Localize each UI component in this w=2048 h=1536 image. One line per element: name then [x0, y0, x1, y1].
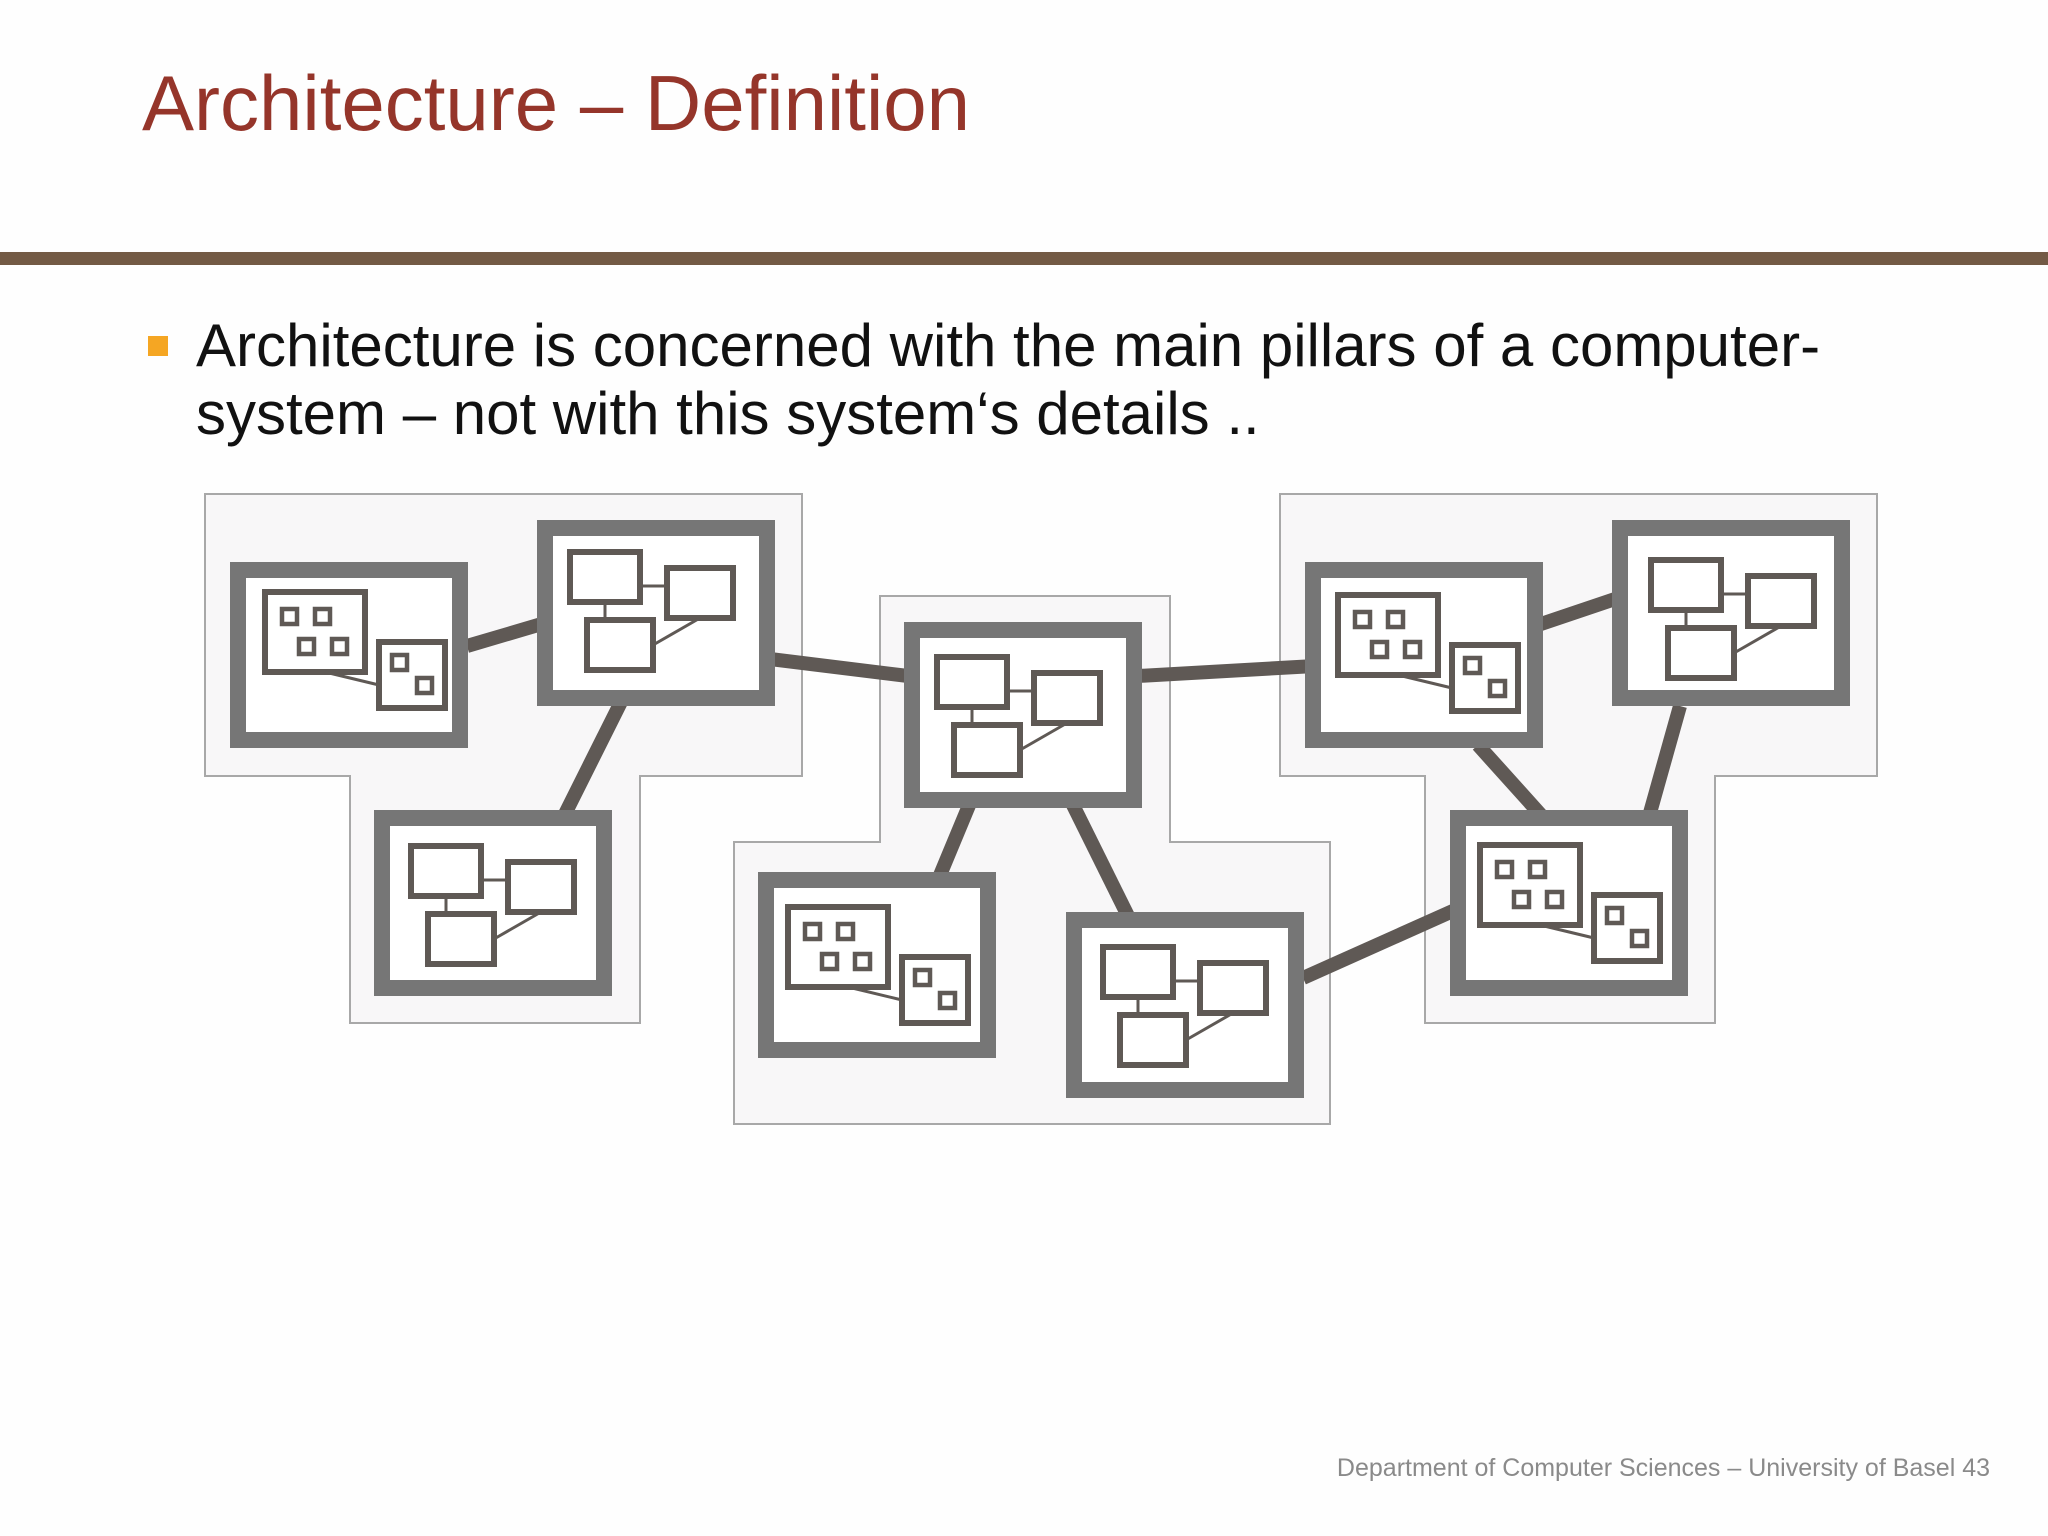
title-divider: [0, 252, 2048, 265]
connector: [769, 652, 909, 683]
slide-title: Architecture – Definition: [142, 59, 971, 147]
module-center-3: [1066, 912, 1304, 1098]
connector: [1535, 591, 1621, 632]
connector: [1300, 903, 1458, 985]
module-left-1: [230, 562, 468, 748]
module-center-1: [904, 622, 1142, 808]
module-right-3: [1450, 810, 1688, 996]
module-center-2: [758, 872, 996, 1058]
slide-footer: Department of Computer Sciences – Univer…: [1336, 1454, 1990, 1482]
connector: [1065, 799, 1137, 924]
module-left-3: [374, 810, 612, 996]
connector: [555, 696, 629, 824]
connector: [465, 616, 547, 653]
connector: [1641, 704, 1687, 822]
module-right-1: [1305, 562, 1543, 748]
connector: [1137, 659, 1316, 683]
bullet-text: Architecture is concerned with the main …: [196, 312, 1821, 447]
connectors: [465, 591, 1687, 985]
module-left-2: [537, 520, 775, 706]
bullet-square-icon: [148, 336, 168, 356]
connector: [931, 800, 977, 883]
module-right-2: [1612, 520, 1850, 706]
